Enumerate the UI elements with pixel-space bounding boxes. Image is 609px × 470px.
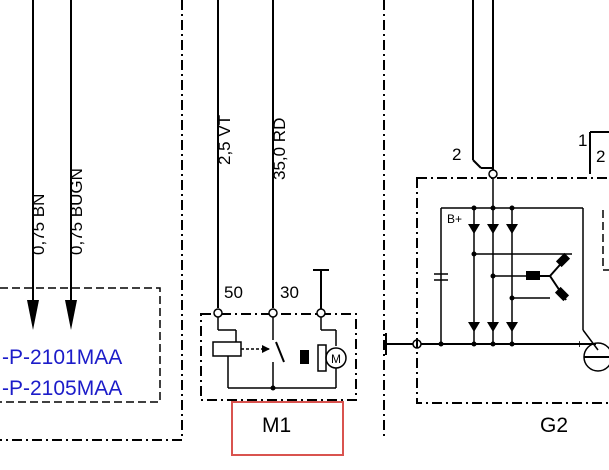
wire-bugn[interactable] — [65, 0, 77, 330]
component-label-g2: G2 — [540, 414, 568, 437]
starter-internals — [212, 317, 347, 391]
bplus-label: B+ — [447, 212, 462, 226]
wire-label-bugn: 0,75 BUGN — [67, 168, 86, 255]
wire-label-bn: 0,75 BN — [29, 194, 48, 255]
terminal-50: 50 — [224, 283, 243, 302]
m1-highlight-box[interactable] — [231, 401, 344, 456]
wire-label-rd: 35,0 RD — [270, 118, 289, 180]
alternator-internals — [434, 178, 609, 372]
ground-symbol — [313, 269, 329, 309]
motor-symbol: M — [331, 352, 341, 366]
link-2105maa[interactable]: -P-2105MAA — [2, 377, 122, 400]
terminal-2b-label: 2 — [596, 147, 605, 166]
wire-bn[interactable] — [27, 0, 39, 330]
component-label-m1: M1 — [262, 414, 291, 437]
terminal-30-node[interactable] — [268, 308, 278, 318]
terminal-1-box — [589, 131, 609, 174]
wire-terminal-2[interactable] — [472, 0, 498, 179]
terminal-2-label: 2 — [452, 145, 461, 164]
terminal-50-node[interactable] — [213, 308, 223, 318]
wire-label-vt: 2,5 VT — [215, 115, 234, 165]
connector-box — [0, 287, 161, 403]
plus-label: + — [576, 337, 583, 351]
alternator-g2-box[interactable] — [416, 177, 609, 404]
frame-line-left — [0, 0, 183, 441]
terminal-1-label: 1 — [578, 131, 587, 150]
link-2101maa[interactable]: -P-2101MAA — [2, 346, 122, 369]
terminal-30: 30 — [280, 283, 299, 302]
ground-node[interactable] — [316, 308, 326, 318]
